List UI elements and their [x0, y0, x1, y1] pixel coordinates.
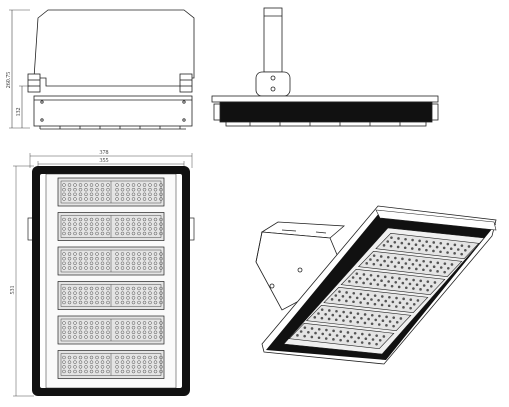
front-modules — [57, 177, 165, 379]
top-hub — [255, 71, 291, 97]
front-led-module — [57, 212, 165, 241]
top-housing — [219, 101, 433, 123]
side-knuckle-left — [27, 73, 41, 93]
iso-led-module — [323, 286, 429, 314]
iso-led-module — [288, 322, 395, 350]
front-led-module — [57, 281, 165, 310]
side-view — [9, 9, 195, 130]
dim-side-lower: 132 — [16, 108, 22, 117]
side-bracket — [33, 9, 195, 87]
front-view — [13, 153, 195, 397]
side-housing — [33, 95, 193, 127]
top-fins — [225, 121, 427, 127]
dim-front-outer-width: 378 — [100, 150, 109, 156]
side-knuckle-right — [179, 73, 193, 93]
iso-led-module — [305, 304, 412, 332]
top-view — [211, 7, 439, 127]
dim-front-inner-width: 355 — [100, 158, 109, 164]
front-led-module — [57, 315, 165, 345]
iso-led-module — [357, 250, 463, 278]
top-flange — [211, 95, 439, 103]
front-led-module — [57, 350, 165, 379]
iso-view — [255, 205, 497, 365]
dim-side-height: 260.75 — [6, 72, 12, 89]
top-bracket-arm — [263, 7, 283, 73]
iso-led-module — [340, 268, 446, 296]
dim-front-height: 531 — [10, 286, 16, 295]
iso-modules — [288, 232, 480, 350]
front-led-module — [57, 246, 165, 276]
front-led-module — [57, 177, 165, 207]
side-fins — [39, 126, 186, 130]
iso-led-module — [375, 232, 480, 260]
